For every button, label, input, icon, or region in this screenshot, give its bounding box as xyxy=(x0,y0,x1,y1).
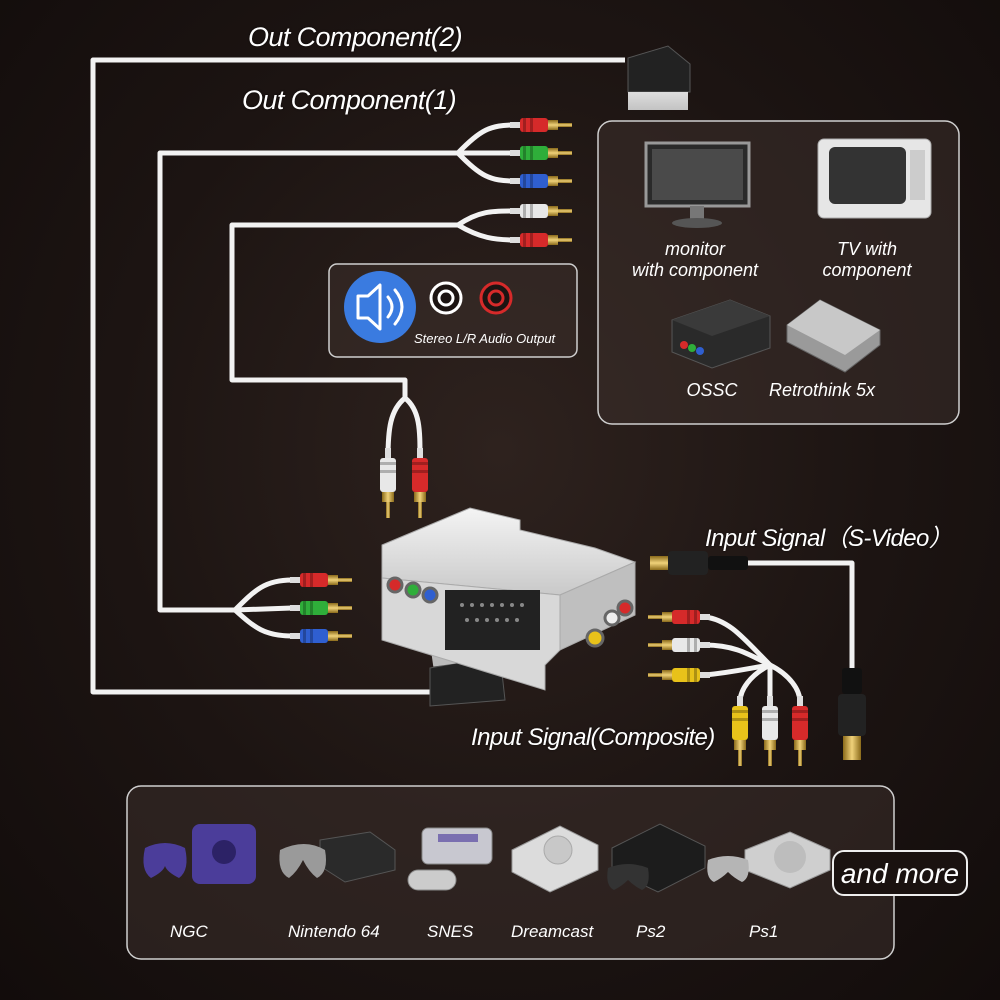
tv-label: TV with component xyxy=(792,239,942,281)
scart-connector-icon xyxy=(628,46,690,110)
console-label-dreamcast: Dreamcast xyxy=(511,922,593,942)
component-plugs-left xyxy=(290,573,352,643)
ossc-label: OSSC xyxy=(662,380,762,401)
speaker-icon xyxy=(344,271,416,343)
console-label-ngc: NGC xyxy=(170,922,208,942)
input-svideo-label: Input Signal（S-Video） xyxy=(705,518,952,553)
console-label-n64: Nintendo 64 xyxy=(288,922,380,942)
console-label-ps2: Ps2 xyxy=(636,922,665,942)
and-more-button: and more xyxy=(832,850,968,896)
tv-icon xyxy=(818,139,931,218)
console-label-ps1: Ps1 xyxy=(749,922,778,942)
rca-plug-icon xyxy=(510,118,572,247)
input-composite-label: Input Signal(Composite) xyxy=(471,724,715,752)
audio-jack-white-icon xyxy=(431,283,461,313)
retrothink-label: Retrothink 5x xyxy=(762,380,882,401)
converter-box xyxy=(382,508,635,690)
audio-plugs xyxy=(380,448,428,518)
audio-jack-red-icon xyxy=(481,283,511,313)
monitor-label: monitor with component xyxy=(620,239,770,281)
audio-output-label: Stereo L/R Audio Output xyxy=(414,331,555,346)
out-component-1-label: Out Component(1) xyxy=(242,85,456,116)
out-component-2-label: Out Component(2) xyxy=(248,22,462,53)
console-label-snes: SNES xyxy=(427,922,473,942)
